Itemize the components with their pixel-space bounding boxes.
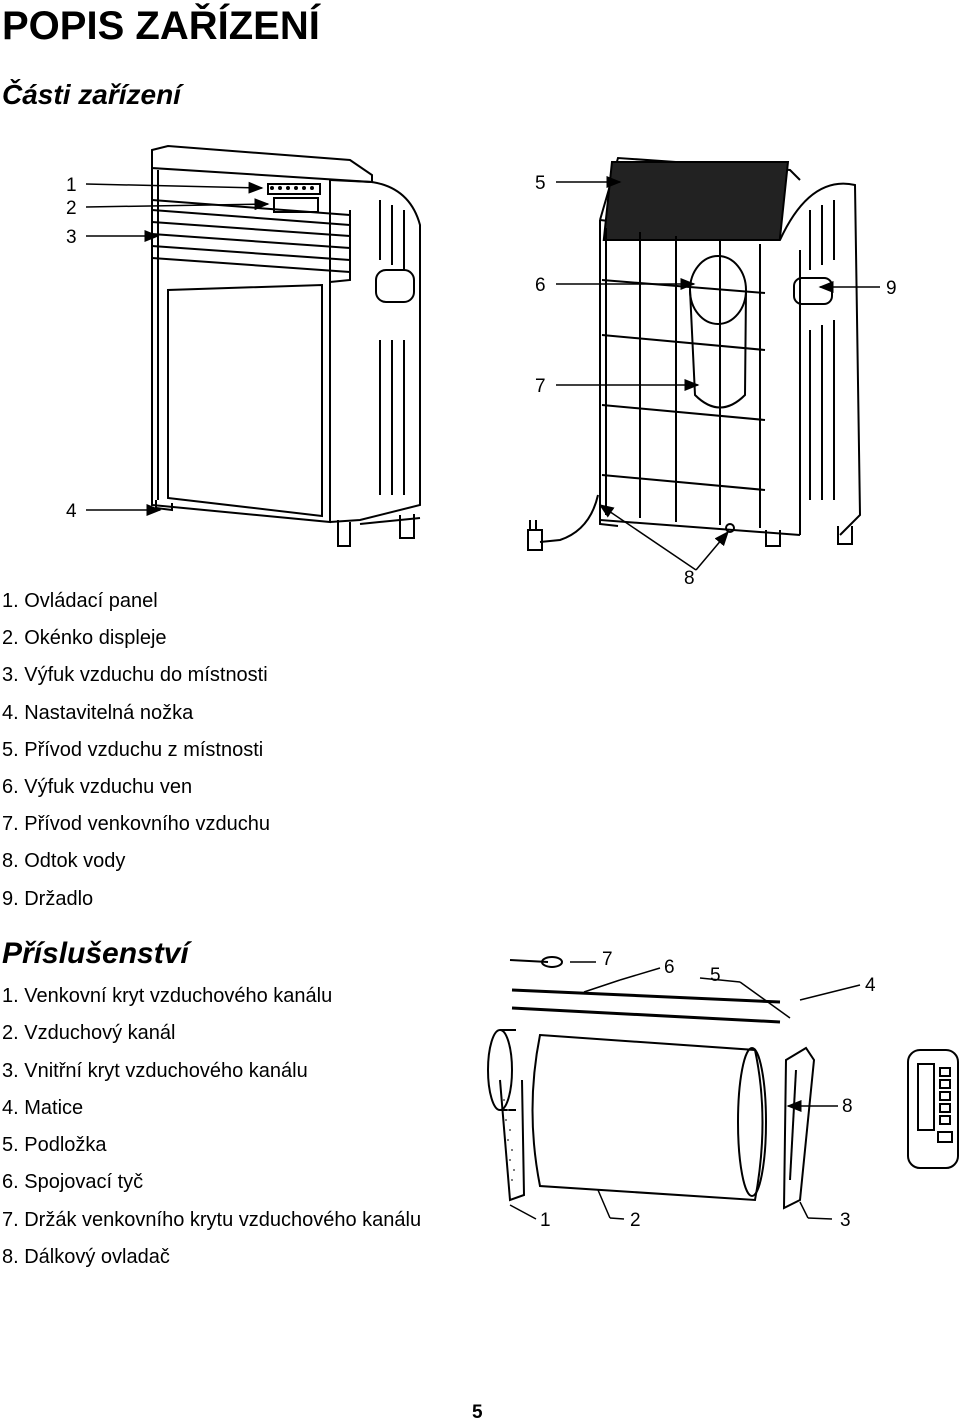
page-number: 5 — [472, 1402, 483, 1423]
list-item: 1. Venkovní kryt vzduchového kanálu — [2, 985, 333, 1007]
list-item: 1. Ovládací panel — [2, 590, 158, 612]
callout-front-3: 3 — [66, 227, 77, 248]
callout-back-5: 5 — [535, 173, 546, 194]
callout-front-1: 1 — [66, 175, 77, 196]
list-item: 6. Výfuk vzduchu ven — [2, 775, 193, 798]
list-item: 8. Odtok vody — [2, 850, 126, 873]
callout-front-4: 4 — [66, 501, 77, 522]
callout-acc-2: 2 — [630, 1210, 641, 1231]
list-item: 2. Vzduchový kanál — [2, 1022, 176, 1045]
list-item: 6. Spojovací tyč — [2, 1171, 144, 1194]
callout-back-9: 9 — [886, 278, 897, 299]
list-item: 3. Výfuk vzduchu do místnosti — [2, 664, 268, 687]
list-item: 2. Okénko displeje — [2, 627, 167, 650]
list-item: 7. Držák venkovního krytu vzduchového ka… — [2, 1208, 422, 1231]
list-item: 8. Dálkový ovladač — [2, 1246, 170, 1269]
callout-back-6: 6 — [535, 275, 546, 296]
callout-acc-1: 1 — [540, 1210, 551, 1231]
callout-acc-4: 4 — [865, 975, 876, 996]
list-item: 7. Přívod venkovního vzduchu — [2, 813, 270, 836]
callout-acc-5: 5 — [710, 965, 721, 986]
callout-back-8: 8 — [684, 568, 695, 589]
page-title: POPIS ZAŘÍZENÍ — [2, 4, 320, 48]
parts-list: 1. Ovládací panel 2. Okénko displeje 3. … — [2, 583, 270, 918]
callout-acc-7: 7 — [602, 949, 613, 970]
section-title-parts: Části zařízení — [2, 79, 181, 110]
callout-acc-3: 3 — [840, 1210, 851, 1231]
list-item: 3. Vnitřní kryt vzduchového kanálu — [2, 1059, 308, 1082]
list-item: 9. Držadlo — [2, 887, 94, 910]
list-item: 5. Přívod vzduchu z místnosti — [2, 738, 264, 761]
list-item: 4. Matice — [2, 1096, 84, 1119]
section-title-accessories: Příslušenství — [2, 937, 189, 970]
callout-acc-6: 6 — [664, 957, 675, 978]
list-item: 5. Podložka — [2, 1134, 107, 1157]
list-item: 4. Nastavitelná nožka — [2, 701, 194, 724]
accessories-list: 1. Venkovní kryt vzduchového kanálu 2. V… — [2, 978, 421, 1276]
callout-back-7: 7 — [535, 376, 546, 397]
callout-front-2: 2 — [66, 198, 77, 219]
callout-acc-8: 8 — [842, 1096, 853, 1117]
